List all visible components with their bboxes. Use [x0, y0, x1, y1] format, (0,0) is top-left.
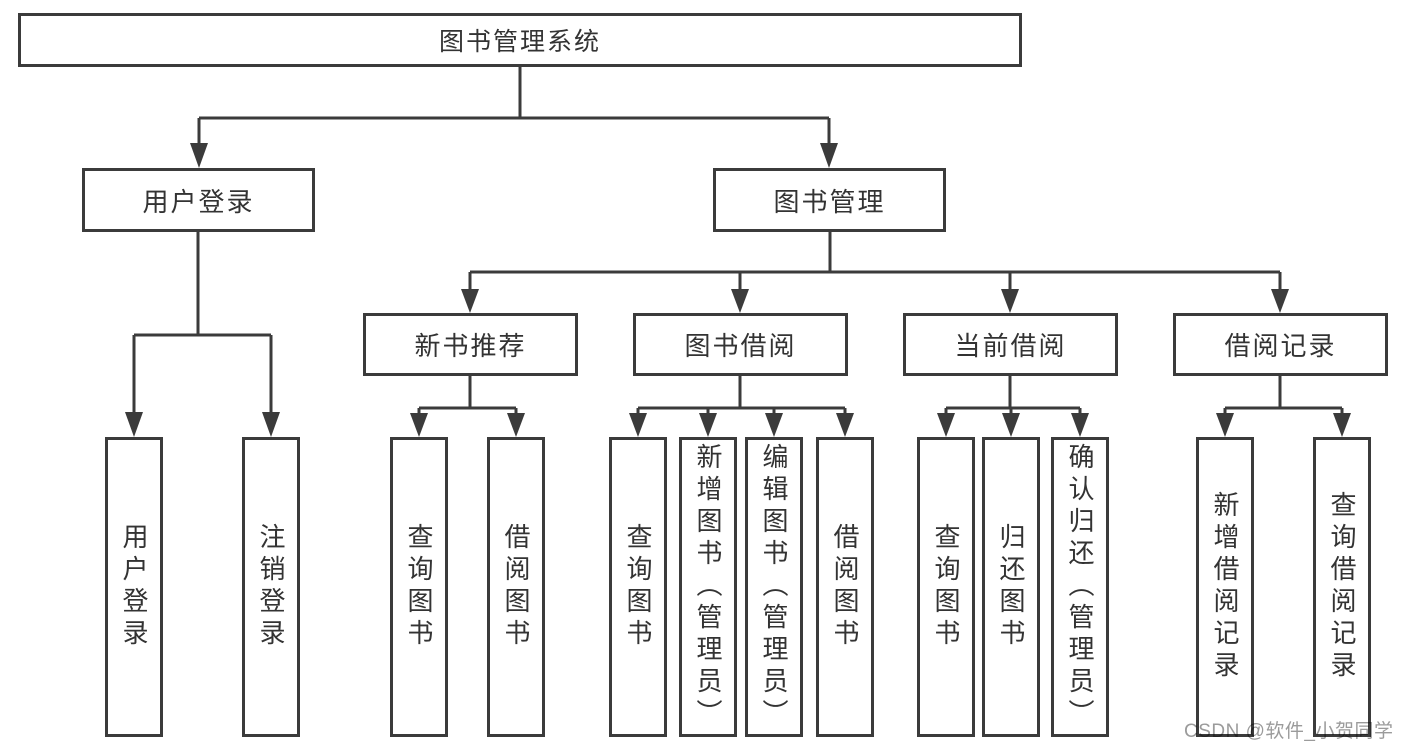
leaf-user-login: 用户登录 [105, 437, 163, 737]
leaf-current-query-books: 查询图书 [917, 437, 975, 737]
leaf-newbook-borrow-books: 借阅图书 [487, 437, 545, 737]
node-user-login: 用户登录 [82, 168, 315, 232]
leaf-records-add-record: 新增借阅记录 [1196, 437, 1254, 737]
leaf-records-query-record: 查询借阅记录 [1313, 437, 1371, 737]
leaf-borrowing-borrow-books: 借阅图书 [816, 437, 874, 737]
leaf-borrowing-edit-books-admin: 编辑图书（管理员） [745, 437, 803, 737]
leaf-borrowing-query-books: 查询图书 [609, 437, 667, 737]
node-current-borrowing: 当前借阅 [903, 313, 1118, 376]
node-library-management-system: 图书管理系统 [18, 13, 1022, 67]
leaf-newbook-query-books: 查询图书 [390, 437, 448, 737]
leaf-logout-login: 注销登录 [242, 437, 300, 737]
watermark: CSDN @软件_小贺同学 [1184, 721, 1394, 742]
arrowheads [125, 143, 1351, 437]
node-new-book-recommend: 新书推荐 [363, 313, 578, 376]
node-book-management: 图书管理 [713, 168, 946, 232]
leaf-current-return-books: 归还图书 [982, 437, 1040, 737]
leaf-current-confirm-return-admin: 确认归还（管理员） [1051, 437, 1109, 737]
node-borrowing-records: 借阅记录 [1173, 313, 1388, 376]
leaf-borrowing-add-books-admin: 新增图书（管理员） [679, 437, 737, 737]
node-book-borrowing: 图书借阅 [633, 313, 848, 376]
